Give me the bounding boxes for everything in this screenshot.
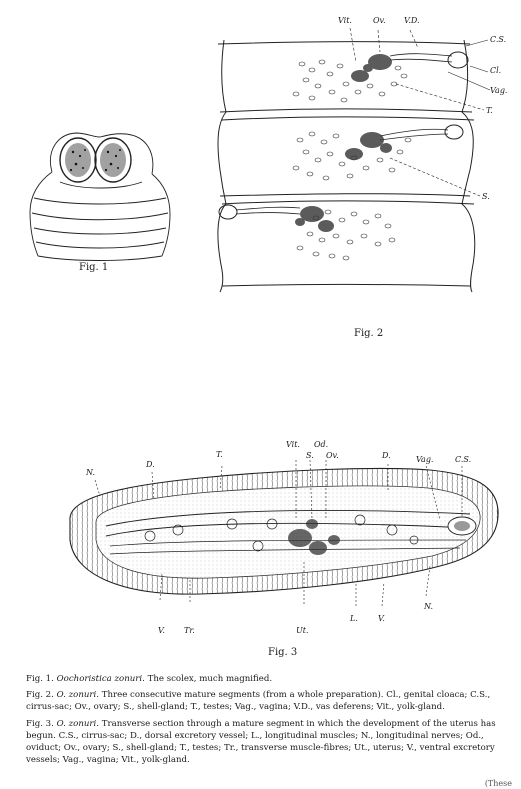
caption-fig1-text: The scolex, much magnified. xyxy=(147,674,273,684)
fig3-label: Fig. 3 xyxy=(268,647,298,658)
fig2-label-s: S. xyxy=(482,192,490,201)
fig3-label-od: Od. xyxy=(314,440,329,449)
fig2-label-cs: C.S. xyxy=(490,35,507,44)
fig3-label-tr: Tr. xyxy=(184,626,195,635)
fig2-label-ov: Ov. xyxy=(373,16,386,25)
fig3-label-n-top: N. xyxy=(86,468,96,477)
caption-fig2-species: O. zonuri. xyxy=(56,690,99,701)
fig3-label-s: S. xyxy=(306,451,314,460)
fig3-label-t: T. xyxy=(216,450,223,459)
fig3-label-vit: Vit. xyxy=(286,440,300,449)
fig3-label-l: L. xyxy=(350,614,358,623)
caption-fig1-species: Oochoristica zonuri. xyxy=(56,674,145,684)
fig2-label-vd: V.D. xyxy=(404,16,420,25)
fig2-label-t: T. xyxy=(486,106,493,115)
fig3-label-v-right: V. xyxy=(378,614,385,623)
fig3-label-v-left: V. xyxy=(158,626,165,635)
caption-fig2-text: Three consecutive mature segments (from … xyxy=(26,690,491,713)
caption-fig3-prefix: Fig. 3. xyxy=(26,718,54,729)
fig2-label-vit: Vit. xyxy=(338,16,352,25)
fig3-label-d-right: D. xyxy=(382,451,391,460)
caption-fig2-prefix: Fig. 2. xyxy=(26,690,54,701)
fig2-label-vag: Vag. xyxy=(490,86,508,95)
caption-fig1-prefix: Fig. 1. xyxy=(26,674,54,684)
fig3-label-ut: Ut. xyxy=(296,626,309,635)
fig3-label-d-left: D. xyxy=(146,460,155,469)
caption-fig3-species: O. zonuri. xyxy=(56,718,99,729)
fig2-label-cl: Cl. xyxy=(490,66,502,75)
fig3-label-vag: Vag. xyxy=(416,455,434,464)
fig3-label-cs: C.S. xyxy=(455,455,472,464)
caption-fig2: Fig. 2. O. zonuri. Three consecutive mat… xyxy=(26,689,512,713)
fig2-label: Fig. 2 xyxy=(354,328,384,339)
fig3-label-n-bottom: N. xyxy=(424,602,434,611)
figure-captions: Fig. 1. Oochoristica zonuri. The scolex,… xyxy=(26,673,512,767)
caption-fig3-text: Transverse section through a mature segm… xyxy=(26,718,496,766)
fig1-label: Fig. 1 xyxy=(79,262,109,273)
page-cut-text: (These xyxy=(484,779,512,788)
fig3-label-ov: Ov. xyxy=(326,451,339,460)
caption-fig3: Fig. 3. O. zonuri. Transverse section th… xyxy=(26,718,512,767)
caption-fig1: Fig. 1. Oochoristica zonuri. The scolex,… xyxy=(26,673,512,685)
